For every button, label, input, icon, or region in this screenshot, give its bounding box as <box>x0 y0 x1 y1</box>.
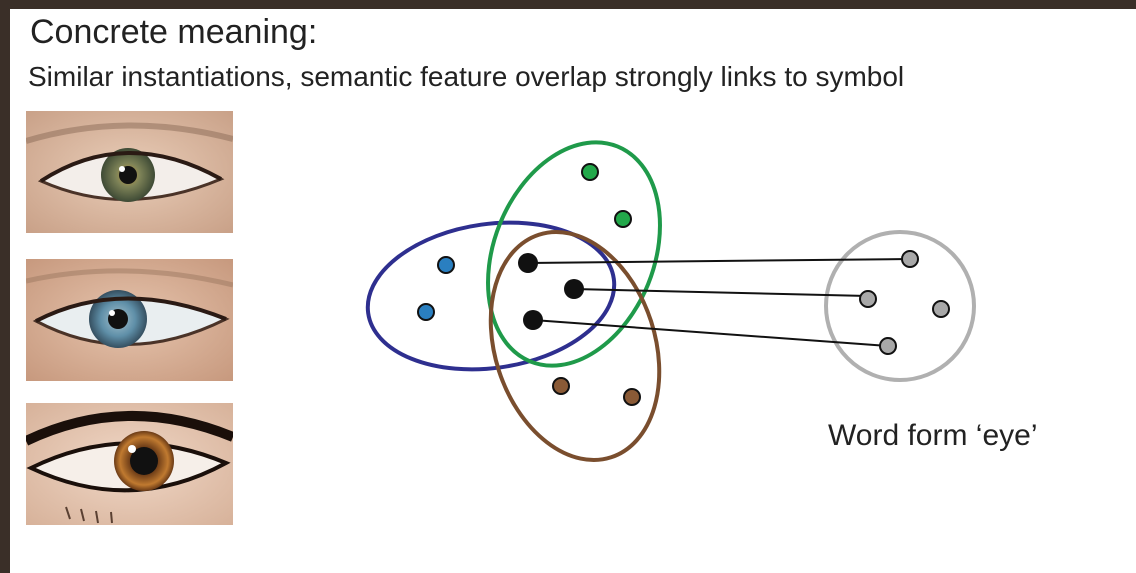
word-form-circle <box>824 230 976 382</box>
link-line <box>532 319 889 347</box>
brown-node <box>623 388 641 406</box>
word-form-caption: Word form ‘eye’ <box>828 419 1038 452</box>
brown-node <box>552 377 570 395</box>
blue-feature-set <box>365 220 617 372</box>
green-eye-photo <box>26 111 233 233</box>
link-line <box>573 288 869 297</box>
green-node <box>614 210 632 228</box>
shared-feature-node <box>564 279 584 299</box>
slide-title: Concrete meaning: <box>30 13 318 51</box>
word-form-node <box>932 300 950 318</box>
slide-subtitle: Similar instantiations, semantic feature… <box>28 61 905 92</box>
shared-feature-node <box>518 253 538 273</box>
blue-node <box>417 303 435 321</box>
green-node <box>581 163 599 181</box>
shared-feature-node <box>523 310 543 330</box>
green-feature-set <box>486 140 662 368</box>
blue-node <box>437 256 455 274</box>
word-form-node <box>901 250 919 268</box>
brown-feature-set <box>488 230 662 462</box>
word-form-node <box>859 290 877 308</box>
link-line <box>527 258 911 264</box>
feature-diagram <box>365 140 976 462</box>
brown-eye-photo <box>26 403 233 525</box>
word-form-node <box>879 337 897 355</box>
blue-eye-photo <box>26 259 233 381</box>
slide: Concrete meaning: Similar instantiations… <box>10 9 1136 573</box>
